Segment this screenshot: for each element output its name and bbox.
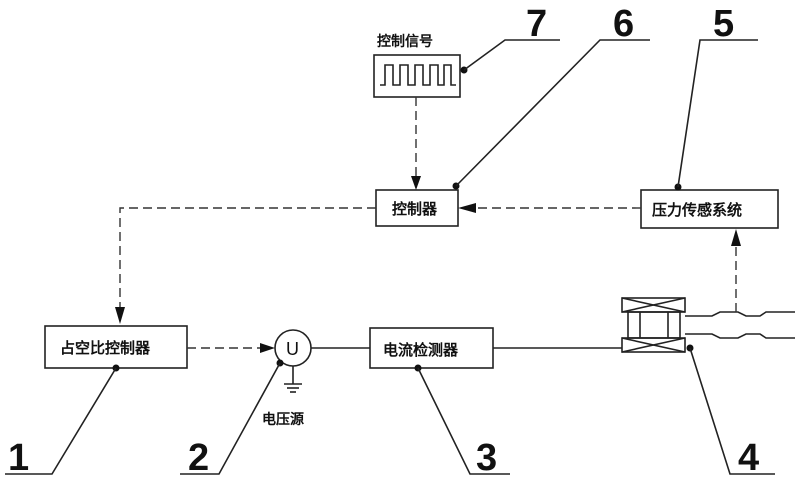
callout-4-number: 4 (738, 437, 759, 479)
current-detector-label: 电流检测器 (383, 341, 459, 359)
controller-to-duty-line (120, 208, 376, 310)
voltage-source-symbol: U (286, 339, 299, 359)
controller-to-duty-arrowhead (115, 307, 125, 324)
valve-to-pressure-arrowhead (731, 229, 741, 246)
callout-2-number: 2 (188, 437, 209, 479)
callout-4-leader (690, 348, 775, 474)
control-signal-label: 控制信号 (377, 33, 433, 50)
callout-6-number: 6 (613, 3, 634, 45)
control-signal-box (374, 55, 460, 97)
pressure-system-label: 压力传感系统 (652, 201, 742, 219)
voltage-source-label: 电压源 (262, 411, 304, 428)
duty-to-source-arrowhead (260, 343, 275, 353)
pressure-to-controller-arrowhead (458, 203, 476, 213)
callout-5-leader (678, 40, 758, 187)
signal-to-controller-arrowhead (411, 176, 421, 190)
duty-controller-label: 占空比控制器 (60, 339, 151, 357)
callout-7-number: 7 (526, 3, 547, 45)
callout-1-number: 1 (8, 437, 29, 479)
callout-6-leader (456, 40, 650, 186)
callout-5-number: 5 (713, 3, 734, 45)
solenoid-valve-icon (622, 298, 795, 352)
controller-label: 控制器 (392, 200, 438, 218)
callout-3-number: 3 (476, 437, 497, 479)
